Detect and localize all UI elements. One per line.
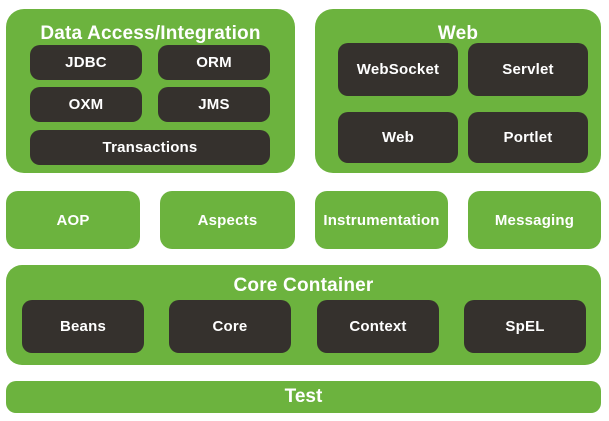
module-aop: AOP bbox=[6, 191, 140, 249]
module-transactions: Transactions bbox=[30, 130, 270, 165]
module-context: Context bbox=[317, 300, 439, 353]
module-servlet: Servlet bbox=[468, 43, 588, 96]
group-test: Test bbox=[6, 381, 601, 413]
module-jms: JMS bbox=[158, 87, 270, 122]
module-beans: Beans bbox=[22, 300, 144, 353]
module-messaging: Messaging bbox=[468, 191, 601, 249]
module-core: Core bbox=[169, 300, 291, 353]
module-instrumentation: Instrumentation bbox=[315, 191, 448, 249]
group-web-title: Web bbox=[437, 23, 479, 44]
module-orm: ORM bbox=[158, 45, 270, 80]
module-spel: SpEL bbox=[464, 300, 586, 353]
module-aspects: Aspects bbox=[160, 191, 295, 249]
module-websocket: WebSocket bbox=[338, 43, 458, 96]
module-oxm: OXM bbox=[30, 87, 142, 122]
module-web: Web bbox=[338, 112, 458, 163]
module-portlet: Portlet bbox=[468, 112, 588, 163]
group-data-access-integration-title: Data Access/Integration bbox=[40, 23, 261, 44]
group-core-container-title: Core Container bbox=[233, 275, 374, 296]
group-core-container: Core Container Beans Core Context SpEL bbox=[6, 265, 601, 365]
group-data-access-integration: Data Access/Integration JDBC ORM OXM JMS… bbox=[6, 9, 295, 173]
module-jdbc: JDBC bbox=[30, 45, 142, 80]
group-web: Web WebSocket Servlet Web Portlet bbox=[315, 9, 601, 173]
